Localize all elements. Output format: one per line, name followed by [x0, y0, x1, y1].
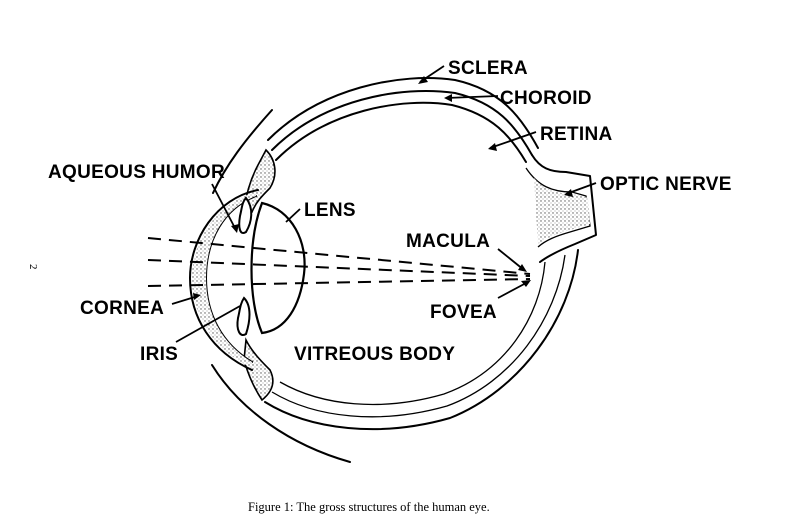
page-number: 2 [27, 264, 39, 270]
label-iris: IRIS [140, 344, 178, 365]
lower-eyelid-curve [211, 364, 351, 463]
macula-arrowhead [518, 264, 527, 272]
label-lens: LENS [304, 200, 356, 221]
aqueous-humor-arrow [211, 183, 237, 231]
retina-arrowhead [488, 143, 497, 151]
cornea-arrowhead [193, 293, 201, 300]
aqueous-humor-arrowhead [231, 224, 239, 233]
fovea-arrowhead [521, 280, 531, 287]
ciliary-body-lower [243, 337, 274, 402]
retina-arrow [489, 131, 537, 149]
macula-arrow [497, 248, 525, 271]
lens-shape [250, 201, 306, 335]
iris-arrow [175, 305, 241, 343]
lens-arrow [285, 208, 301, 223]
retina-outline [275, 101, 527, 163]
label-macula: MACULA [406, 231, 490, 252]
choroid-arrow [445, 95, 499, 99]
label-optic-nerve: OPTIC NERVE [600, 174, 732, 195]
choroid-lower-outline [271, 254, 566, 418]
label-cornea: CORNEA [80, 298, 164, 319]
light-ray-bottom [147, 278, 531, 287]
fovea-arrow [497, 281, 529, 299]
light-ray-middle [147, 259, 531, 277]
light-ray-top [147, 237, 531, 275]
retina-lower-outline [279, 261, 546, 406]
optic-nerve-shape [531, 154, 597, 263]
iris-lower [236, 296, 251, 336]
figure-caption: Figure 1: The gross structures of the hu… [248, 500, 490, 514]
label-aqueous-humor: AQUEOUS HUMOR [48, 162, 225, 183]
label-fovea: FOVEA [430, 302, 497, 323]
choroid-outline [271, 90, 533, 156]
iris-upper [238, 196, 253, 234]
label-choroid: CHOROID [500, 88, 592, 109]
sclera-outline [267, 77, 539, 149]
optic-nerve-stipple [534, 178, 590, 244]
label-vitreous-body: VITREOUS BODY [294, 344, 455, 365]
label-sclera: SCLERA [448, 58, 528, 79]
choroid-arrowhead [444, 94, 452, 102]
optic-nerve-arrowhead [564, 189, 573, 197]
sclera-arrowhead [418, 76, 428, 84]
sclera-lower-outline [264, 249, 579, 431]
upper-eyelid-curve [212, 109, 273, 194]
label-retina: RETINA [540, 124, 613, 145]
